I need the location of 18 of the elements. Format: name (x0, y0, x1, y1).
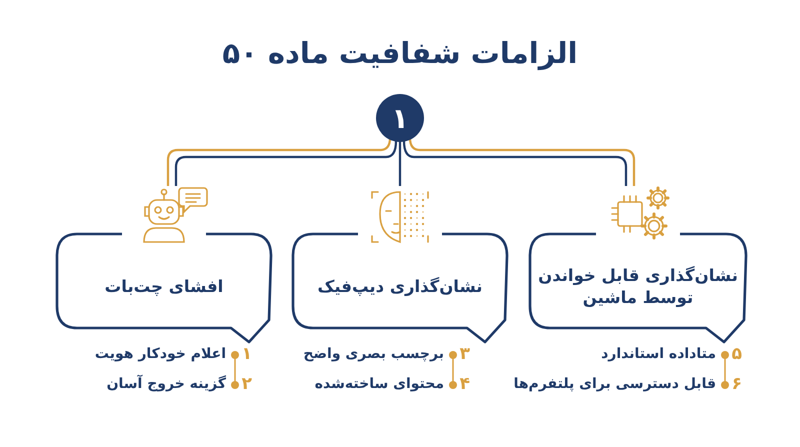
item-text: متاداده استاندارد (601, 345, 716, 364)
item-text: محتوای ساخته‌شده (314, 375, 444, 394)
number-circle: ۱ (376, 94, 424, 142)
bubble-heading: افشای چت‌بات (104, 276, 224, 298)
item-text: برچسب بصری واضح (303, 345, 444, 364)
item-number: ۵ (732, 344, 742, 364)
item-text: قابل دسترسی برای پلتفرم‌ها (514, 375, 716, 394)
item-number: ۶ (732, 374, 742, 394)
item-text: اعلام خودکار هویت (94, 345, 226, 364)
bubble-heading: نشان‌گذاری دیپ‌فیک (318, 276, 482, 298)
bubble-heading: نشان‌گذاری قابل خواندن توسط ماشین (538, 264, 738, 309)
title: الزامات شفافیت ماده ۵۰ (221, 36, 579, 70)
item-number: ۱ (242, 344, 252, 364)
item-text: گزینه خروج آسان (106, 374, 226, 394)
item-number: ۲ (242, 374, 252, 394)
connector-line (398, 141, 402, 186)
item-number: ۴ (460, 374, 470, 394)
item-number: ۳ (460, 344, 470, 364)
